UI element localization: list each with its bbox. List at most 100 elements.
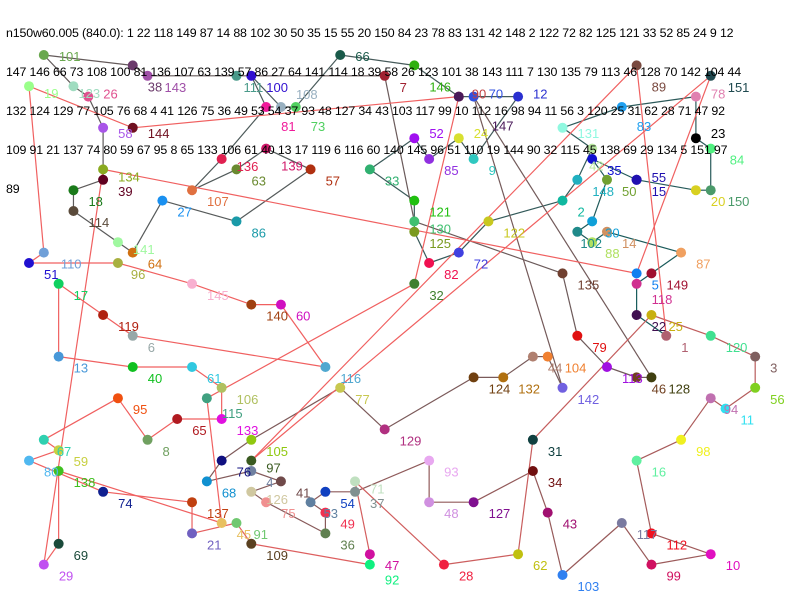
tour-edge: [428, 252, 459, 264]
node-27: [157, 195, 168, 206]
node-label: 1: [681, 340, 688, 355]
node-label: 67: [57, 444, 71, 459]
node-label: 128: [668, 381, 690, 396]
node-142: [557, 382, 568, 393]
node-label: 14: [622, 236, 636, 251]
node-label: 26: [103, 87, 117, 102]
node-23: [690, 133, 701, 144]
tour-header: n150w60.005 (840.0): 1 22 118 149 87 14 …: [6, 1, 741, 209]
node-16: [631, 455, 642, 466]
tour-edge: [488, 200, 563, 222]
node-125: [409, 226, 420, 237]
node-60: [275, 299, 286, 310]
node-label: 145: [207, 288, 229, 303]
tour-edge: [236, 148, 267, 170]
node-40: [127, 362, 138, 372]
node-71: [350, 476, 361, 487]
node-label: 34: [548, 475, 562, 490]
node-label: 8: [163, 444, 170, 459]
node-label: 135: [578, 277, 600, 292]
node-72: [453, 247, 464, 258]
node-label: 141: [133, 242, 155, 257]
node-label: 77: [355, 392, 369, 407]
tour-edge: [340, 54, 415, 66]
node-42: [587, 143, 598, 154]
node-label: 90: [472, 87, 486, 102]
node-label: 42: [589, 159, 603, 174]
node-63: [231, 164, 242, 175]
node-label: 29: [59, 569, 73, 584]
node-label: 82: [444, 267, 458, 282]
tour-edge: [547, 356, 564, 389]
tour-edge: [636, 460, 653, 534]
node-labels: 1234567891011121314151617181920212223242…: [44, 49, 785, 594]
tour-edge: [117, 262, 193, 285]
node-label: 111: [243, 80, 263, 95]
node-label: 10: [726, 558, 740, 573]
node-label: 83: [637, 119, 651, 134]
tour-edge: [43, 54, 133, 66]
header-line-2: 147 146 66 73 108 100 81 136 107 63 139 …: [6, 65, 742, 79]
node-119: [98, 310, 109, 320]
node-label: 53: [324, 506, 338, 521]
node-label: 114: [88, 215, 109, 230]
tour-edge: [576, 335, 608, 368]
node-label: 61: [207, 371, 221, 386]
node-label: 31: [548, 444, 562, 459]
node-label: 91: [253, 527, 267, 542]
node-33: [364, 164, 375, 175]
tour-edge: [532, 470, 549, 513]
tour-edge: [132, 200, 163, 253]
node-34: [527, 466, 538, 476]
node-label: 123: [78, 86, 100, 101]
node-117: [616, 518, 627, 528]
node-144: [127, 122, 138, 133]
node-14: [601, 226, 612, 237]
node-label: 32: [429, 288, 443, 303]
node-label: 9: [489, 163, 496, 178]
node-127: [468, 497, 479, 508]
node-19: [24, 81, 34, 92]
node-56: [750, 382, 761, 393]
tour-edge: [576, 148, 593, 181]
node-107: [187, 185, 198, 196]
node-label: 108: [296, 87, 318, 102]
node-113: [601, 362, 612, 372]
node-59: [53, 445, 64, 456]
tour-edge: [250, 75, 267, 108]
node-52: [409, 133, 420, 144]
node-label: 54: [340, 496, 354, 511]
tour-edge: [532, 314, 652, 441]
node-label: 146: [429, 79, 451, 94]
tour-edge: [58, 470, 222, 524]
tour-edge: [651, 553, 711, 566]
node-129: [379, 424, 390, 435]
node-53: [305, 497, 316, 508]
node-77: [335, 382, 346, 393]
node-label: 5: [652, 277, 659, 292]
tour-edge: [58, 283, 104, 316]
tour-edge: [710, 335, 756, 358]
node-122: [483, 216, 494, 227]
tour-edge: [43, 397, 119, 441]
node-68: [201, 476, 212, 487]
node-136: [216, 154, 227, 164]
node-58: [98, 122, 109, 133]
node-65: [172, 414, 183, 424]
tour-edge: [651, 532, 711, 555]
node-label: 41: [296, 485, 310, 500]
node-82: [424, 258, 435, 268]
tour-edge: [251, 480, 282, 493]
node-label: 46: [652, 381, 666, 396]
node-95: [112, 393, 123, 404]
node-label: 116: [340, 371, 361, 386]
node-101: [38, 50, 49, 60]
node-label: 117: [637, 527, 658, 542]
node-73: [290, 102, 301, 112]
node-137: [187, 497, 198, 508]
tour-edge: [191, 158, 223, 191]
node-57: [305, 164, 316, 175]
node-label: 36: [340, 537, 354, 552]
node-label: 84: [730, 153, 744, 168]
node-label: 18: [88, 194, 102, 209]
